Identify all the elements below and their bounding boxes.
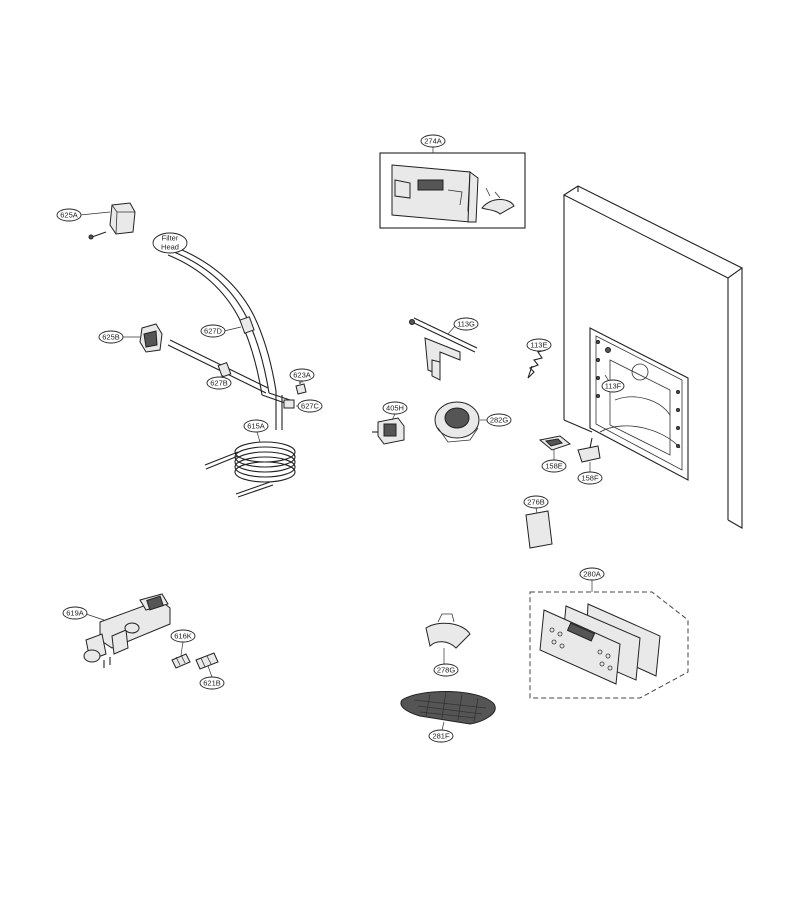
part-276b-pad xyxy=(525,510,553,549)
part-113g-lever xyxy=(409,317,478,381)
label-113f: 113F xyxy=(601,379,625,393)
part-615a-tube-coil xyxy=(204,441,296,498)
svg-text:113F: 113F xyxy=(605,382,622,391)
label-158f: 158F xyxy=(577,471,603,485)
part-280a-control-panel xyxy=(529,591,689,699)
label-621b: 621B xyxy=(199,676,225,690)
part-274a-dispenser-housing xyxy=(379,152,526,229)
svg-text:276B: 276B xyxy=(527,498,545,507)
part-627b-clip xyxy=(217,362,232,378)
refrigerator-door-panel xyxy=(562,185,744,529)
water-tubing-filter-head xyxy=(167,248,291,430)
svg-text:113E: 113E xyxy=(531,341,548,350)
part-281f-drip-tray xyxy=(400,690,496,725)
label-113g: 113G xyxy=(453,317,479,331)
svg-text:615A: 615A xyxy=(247,422,265,431)
svg-text:280A: 280A xyxy=(583,570,601,579)
label-281f: 281F xyxy=(428,729,454,743)
svg-text:274A: 274A xyxy=(424,137,442,146)
label-627d: 627D xyxy=(200,324,226,338)
part-282g-paddle xyxy=(434,401,480,443)
part-625b-holder xyxy=(139,323,163,353)
svg-text:Head: Head xyxy=(161,243,179,252)
label-625b: 625B xyxy=(98,330,124,344)
svg-text:113G: 113G xyxy=(457,320,475,329)
part-627d-clip xyxy=(239,316,255,334)
part-278g-funnel xyxy=(425,613,471,649)
svg-text:616K: 616K xyxy=(174,632,192,641)
svg-text:Filter: Filter xyxy=(162,234,179,243)
label-615a: 615A xyxy=(243,419,269,433)
label-113e: 113E xyxy=(526,338,552,352)
part-113e-spring xyxy=(527,349,547,379)
svg-text:282G: 282G xyxy=(490,416,509,425)
svg-text:158F: 158F xyxy=(581,474,599,483)
svg-text:627B: 627B xyxy=(210,379,228,388)
part-616k-fitting xyxy=(171,653,191,669)
svg-text:627C: 627C xyxy=(301,402,320,411)
part-623a-fitting xyxy=(295,380,307,395)
part-619a-water-valve xyxy=(83,593,171,668)
svg-text:619A: 619A xyxy=(66,609,84,618)
label-280a: 280A xyxy=(579,567,605,581)
part-158e-switch xyxy=(538,435,572,451)
part-625a-bracket xyxy=(88,202,136,240)
label-625a: 625A xyxy=(56,208,82,222)
svg-text:621B: 621B xyxy=(203,679,221,688)
label-filter-head: Filter Head xyxy=(152,232,188,254)
label-627b: 627B xyxy=(206,376,232,390)
part-158f-bracket xyxy=(577,437,601,463)
svg-text:278G: 278G xyxy=(437,666,456,675)
label-276b: 276B xyxy=(523,495,549,509)
svg-text:625A: 625A xyxy=(60,211,78,220)
part-405h-solenoid xyxy=(372,417,405,445)
label-405h: 405H xyxy=(382,401,408,415)
label-158e: 158E xyxy=(541,459,567,473)
label-278g: 278G xyxy=(433,663,459,677)
svg-text:623A: 623A xyxy=(293,371,311,380)
label-627c: 627C xyxy=(297,399,323,413)
label-616k: 616K xyxy=(170,629,196,643)
label-282g: 282G xyxy=(486,413,512,427)
part-621b-fitting xyxy=(195,652,219,670)
label-619a: 619A xyxy=(62,606,88,620)
svg-text:405H: 405H xyxy=(386,404,404,413)
svg-text:281F: 281F xyxy=(432,732,450,741)
part-627c-fitting xyxy=(283,399,295,409)
label-274a: 274A xyxy=(420,134,446,148)
svg-text:627D: 627D xyxy=(204,327,223,336)
label-623a: 623A xyxy=(289,368,315,382)
door-fasteners xyxy=(596,340,680,448)
svg-text:625B: 625B xyxy=(102,333,120,342)
svg-text:158E: 158E xyxy=(545,462,563,471)
